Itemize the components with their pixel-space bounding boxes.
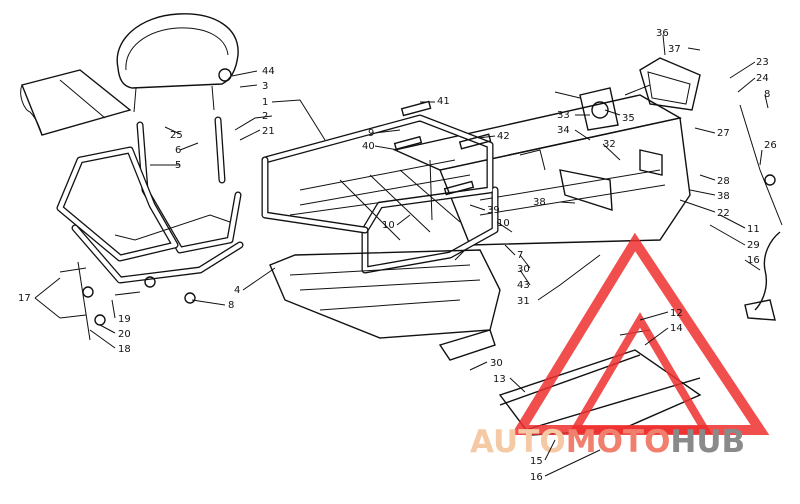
callout-12: 12 [670,308,683,319]
storage-box [269,249,501,339]
callout-27: 27 [717,128,730,139]
callout-26: 26 [764,140,777,151]
callout-10-rack: 10 [382,220,395,231]
callout-42: 42 [497,131,510,142]
callout-16-lower: 16 [530,472,543,483]
callout-43: 43 [517,280,530,291]
callout-44: 44 [262,66,275,77]
watermark-hub: HUB [670,424,745,460]
callout-7: 7 [517,250,523,261]
callout-30: 30 [517,264,530,275]
callout-9: 9 [368,128,374,139]
callout-40: 40 [362,141,375,152]
seat-back-pad [116,13,239,113]
callout-29: 29 [747,240,760,251]
mount-bracket [559,149,663,211]
callout-33: 33 [557,110,570,121]
callout-20: 20 [118,329,131,340]
grab-bar-frame [56,116,244,284]
watermark-logo-icon [511,232,770,435]
callout-22: 22 [717,208,730,219]
watermark-auto: AUTO [470,424,566,460]
watermark-text: AUTOMOTOHUB [470,424,745,460]
callout-17: 17 [18,293,31,304]
callout-36: 36 [656,28,669,39]
callouts: 1 2 3 44 21 25 6 5 41 9 40 42 33 34 35 3… [18,28,777,483]
callout-4: 4 [234,285,240,296]
frame-rails [392,94,691,261]
callout-5: 5 [175,160,181,171]
callout-38: 38 [533,197,546,208]
callout-14: 14 [670,323,683,334]
callout-19: 19 [118,314,131,325]
callout-25: 25 [170,130,183,141]
callout-37: 37 [668,44,681,55]
seat-tray [20,69,132,136]
callout-34: 34 [557,125,570,136]
callout-16-right: 16 [747,255,760,266]
callout-6: 6 [175,145,181,156]
callout-41: 41 [437,96,450,107]
callout-8-right: 8 [764,89,770,100]
leader-lines [34,34,769,477]
callout-39: 39 [487,205,500,216]
callout-1: 1 [262,97,268,108]
callout-24: 24 [756,73,769,84]
callout-10: 10 [497,218,510,229]
callout-30-lower: 30 [490,358,503,369]
callout-15: 15 [530,456,543,467]
callout-35: 35 [622,113,635,124]
callout-28: 28 [717,176,730,187]
callout-11: 11 [747,224,760,235]
callout-31: 31 [517,296,530,307]
tail-light [554,57,701,131]
callout-2: 2 [262,111,268,122]
cable-assembly [739,104,783,321]
callout-32: 32 [603,139,616,150]
watermark-moto: MOTO [566,424,671,460]
callout-23: 23 [756,57,769,68]
callout-21: 21 [262,126,275,137]
callout-3: 3 [262,81,268,92]
callout-13: 13 [493,374,506,385]
callout-18: 18 [118,344,131,355]
callout-8: 8 [228,300,234,311]
callout-38-right: 38 [717,191,730,202]
rear-rack [261,100,499,274]
